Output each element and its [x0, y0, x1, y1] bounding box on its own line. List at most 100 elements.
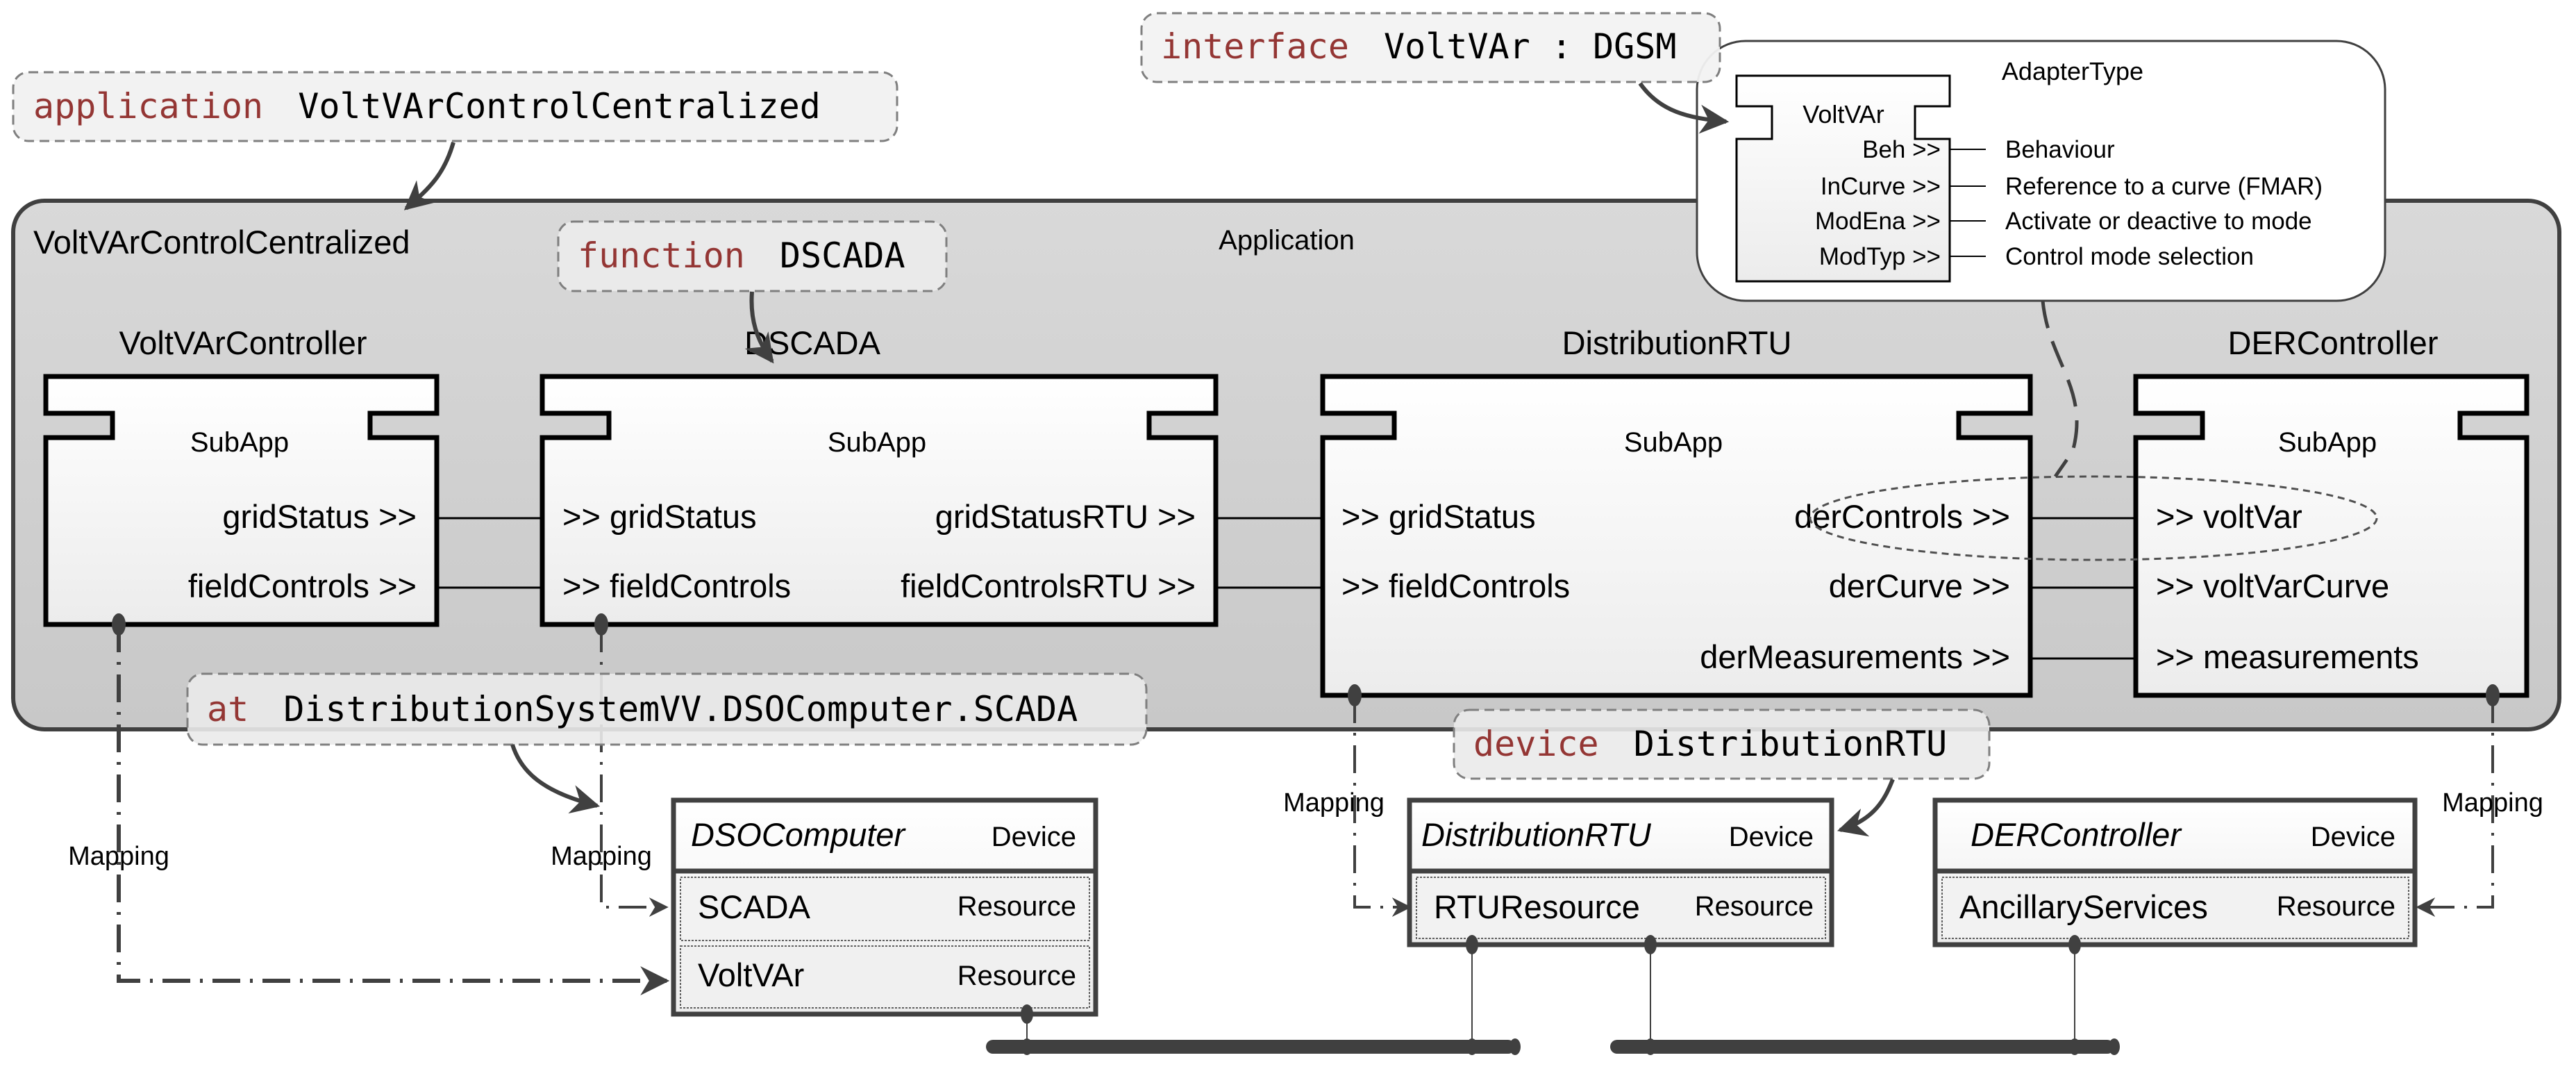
resource-box-voltvar[interactable] — [680, 945, 1090, 1009]
device-box-distributionrtu[interactable]: DistributionRTU Device RTUResource Resou… — [1407, 797, 1834, 947]
adapter-name: VoltVAr — [1803, 100, 1884, 129]
resource-box-scada[interactable] — [680, 877, 1090, 941]
annotation-arrow — [1638, 82, 1730, 134]
mapping-line-dscada[interactable] — [600, 624, 669, 917]
input-port-fieldcontrols[interactable]: >> fieldControls — [1341, 567, 1570, 604]
adapter-type-box: AdapterType VoltVAr Beh >> Behaviour InC… — [1696, 40, 2386, 302]
adapter-port-description: Reference to a curve (FMAR) — [2005, 173, 2323, 200]
subapp-type-label: SubApp — [190, 427, 289, 458]
input-port-fieldcontrols[interactable]: >> fieldControls — [562, 567, 791, 604]
adapter-port-modtyp[interactable]: ModTyp >> — [1819, 243, 1941, 270]
network-segments — [986, 935, 2120, 1055]
adapter-port-beh[interactable]: Beh >> — [1862, 136, 1941, 163]
subapp-type-label: SubApp — [828, 427, 926, 458]
mapping-label: Mapping — [1283, 788, 1385, 818]
input-port-voltvarcurve[interactable]: >> voltVarCurve — [2156, 567, 2389, 604]
device-type-label: Device — [2311, 822, 2395, 852]
output-port-dercontrols[interactable]: derControls >> — [1794, 498, 2010, 535]
subapp-block-distributionrtu[interactable]: SubApp >> gridStatus >> fieldControls de… — [1320, 374, 2033, 698]
mapping-line-dercontroller[interactable] — [2416, 695, 2494, 917]
subapp-block-voltvarcontroller[interactable]: SubApp gridStatus >> fieldControls >> — [43, 374, 440, 627]
output-port-gridstatusrtu[interactable]: gridStatusRTU >> — [935, 498, 1196, 535]
annotation-at: at DistributionSystemVV.DSOComputer.SCAD… — [186, 672, 1148, 814]
svg-text:at DistributionSystemVV.: at DistributionSystemVV.DSOComputer.SCAD… — [207, 689, 1078, 729]
resource-name: SCADA — [698, 888, 811, 925]
annotation-name: DistributionRTU — [1634, 724, 1948, 764]
mapping-label: Mapping — [2442, 788, 2543, 818]
mapping-label: Mapping — [551, 842, 652, 871]
mapping-label: Mapping — [68, 842, 169, 871]
adapter-port-incurve[interactable]: InCurve >> — [1821, 173, 1941, 200]
annotation-keyword: at — [207, 689, 249, 729]
resource-type-label: Resource — [957, 891, 1076, 922]
resource-type-label: Resource — [957, 961, 1076, 991]
adapter-port-modena[interactable]: ModEna >> — [1815, 208, 1941, 235]
network-segment-1[interactable] — [986, 1040, 1515, 1054]
resource-name: RTUResource — [1434, 888, 1640, 925]
output-port-fieldcontrols[interactable]: fieldControls >> — [188, 567, 417, 604]
subapp-name-distributionrtu: DistributionRTU — [1562, 324, 1792, 361]
device-box-dsocomputer[interactable]: DSOComputer Device SCADA Resource VoltVA… — [671, 797, 1098, 1017]
adapter-port-row: Beh >> Behaviour — [1862, 136, 2115, 163]
annotation-keyword: function — [578, 235, 745, 276]
adapter-port-row: ModEna >> Activate or deactive to mode — [1815, 208, 2312, 235]
annotation-arrow — [1837, 778, 1895, 837]
subapp-type-label: SubApp — [1624, 427, 1723, 458]
annotation-keyword: interface — [1161, 26, 1349, 67]
annotation-keyword: device — [1473, 724, 1599, 764]
annotation-arrow — [744, 291, 774, 364]
adapter-block[interactable] — [1735, 74, 1951, 283]
mapping-line-voltvarcontroller[interactable] — [117, 624, 670, 995]
svg-text:function DSCADA: function DSCADA — [578, 235, 905, 276]
annotation-arrow — [403, 142, 455, 210]
annotation-arrow — [510, 744, 601, 814]
input-port-gridstatus[interactable]: >> gridStatus — [1341, 498, 1536, 535]
annotation-name: DistributionSystemVV.DSOComputer.SCADA — [283, 689, 1078, 729]
output-port-dermeasurements[interactable]: derMeasurements >> — [1700, 638, 2010, 675]
mapping-line-distributionrtu[interactable] — [1353, 695, 1412, 917]
resource-type-label: Resource — [2277, 891, 2395, 922]
subapp-name-dercontroller: DERController — [2228, 324, 2439, 361]
mapping-lines — [117, 624, 2494, 995]
subapp-name-voltvarcontroller: VoltVArController — [119, 324, 367, 361]
network-segment-2[interactable] — [1610, 1040, 2114, 1054]
annotation-application: application VoltVArControlCentralized — [12, 71, 898, 210]
device-type-label: Device — [1729, 822, 1814, 852]
subapp-connections — [437, 517, 2136, 660]
adapter-connection-highlight — [1809, 475, 2378, 561]
subapp-name-dscada: DSCADA — [744, 324, 881, 361]
adapter-type-label: AdapterType — [2002, 57, 2143, 85]
output-port-fieldcontrolsrtu[interactable]: fieldControlsRTU >> — [901, 567, 1196, 604]
adapter-port-description: Behaviour — [2005, 136, 2115, 163]
subapp-type-label: SubApp — [2278, 427, 2377, 458]
application-type-label: Application — [1219, 225, 1355, 256]
device-type-label: Device — [992, 822, 1076, 852]
input-port-gridstatus[interactable]: >> gridStatus — [562, 498, 757, 535]
output-port-gridstatus[interactable]: gridStatus >> — [222, 498, 417, 535]
device-name: DistributionRTU — [1421, 816, 1652, 853]
input-port-measurements[interactable]: >> measurements — [2156, 638, 2419, 675]
device-name: DERController — [1971, 816, 2182, 853]
adapter-link-line — [2041, 300, 2079, 478]
adapter-port-description: Control mode selection — [2005, 243, 2254, 270]
svg-text:interface VoltVAr : DGSM: interface VoltVAr : DGSM — [1161, 26, 1676, 67]
subapp-block-dscada[interactable]: SubApp >> gridStatus >> fieldControls gr… — [540, 374, 1219, 627]
resource-box-ancillaryservices[interactable] — [1941, 877, 2409, 939]
annotation-name: VoltVAr : DGSM — [1384, 26, 1676, 67]
annotation-keyword: application — [33, 86, 263, 126]
application-title: VoltVArControlCentralized — [33, 224, 410, 260]
annotation-name: DSCADA — [780, 235, 905, 276]
annotation-name: VoltVArControlCentralized — [298, 86, 821, 126]
output-port-dercurve[interactable]: derCurve >> — [1829, 567, 2010, 604]
device-name: DSOComputer — [691, 816, 907, 853]
annotation-function: function DSCADA — [557, 220, 948, 364]
resource-box-rturesource[interactable] — [1416, 877, 1826, 939]
input-port-voltvar[interactable]: >> voltVar — [2156, 498, 2302, 535]
svg-text:application VoltVArContr: application VoltVArControlCentralized — [33, 86, 821, 126]
device-box-dercontroller[interactable]: DERController Device AncillaryServices R… — [1932, 797, 2418, 947]
subapp-block-dercontroller[interactable]: SubApp >> voltVar >> voltVarCurve >> mea… — [2133, 374, 2529, 698]
annotation-device: device DistributionRTU — [1453, 708, 1991, 837]
adapter-port-row: InCurve >> Reference to a curve (FMAR) — [1821, 173, 2323, 200]
annotation-interface: interface VoltVAr : DGSM — [1140, 12, 1730, 134]
